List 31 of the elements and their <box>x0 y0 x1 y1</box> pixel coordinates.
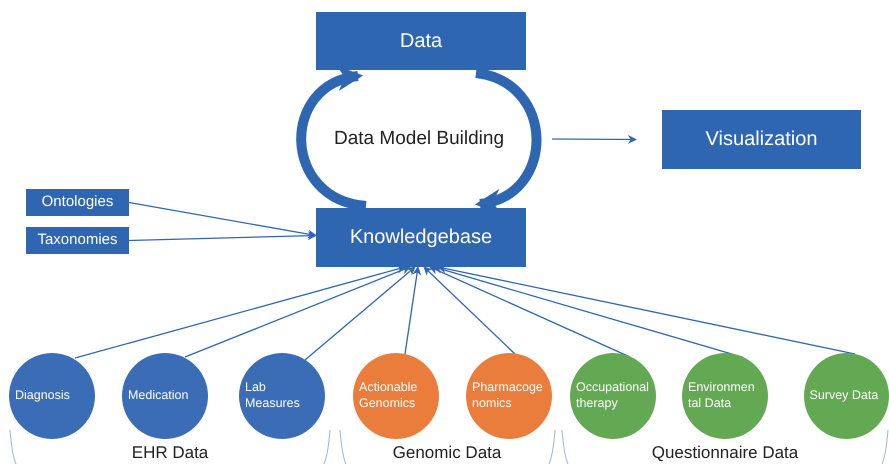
node-text: Knowledgebase <box>350 225 492 250</box>
process-box <box>26 227 129 254</box>
arrow <box>552 134 637 144</box>
arrow <box>423 266 516 354</box>
curved-arrow <box>296 68 367 211</box>
arrow <box>74 264 406 359</box>
node-text: Survey Data <box>808 388 880 404</box>
node-text: Environmen tal Data <box>687 380 756 412</box>
arrow <box>404 266 422 354</box>
node-text: Medication <box>127 388 190 404</box>
process-box <box>662 110 861 169</box>
node-text: Occupational therapy <box>575 380 650 412</box>
arrow <box>128 231 317 242</box>
node-text: Actionable Genomics <box>358 380 418 412</box>
process-label: Data Model Building <box>318 122 520 156</box>
group-label: Genomic Data <box>392 443 502 463</box>
node-text: Taxonomies <box>37 231 118 250</box>
process-box <box>316 208 526 267</box>
node-text: Ontologies <box>42 193 114 212</box>
node-text: Pharmacoge nomics <box>471 380 544 412</box>
node-text: Visualization <box>706 127 818 152</box>
group-label: EHR Data <box>132 443 208 463</box>
process-box <box>26 189 129 216</box>
node-text: Lab Measures <box>244 380 301 412</box>
arrow <box>304 266 416 360</box>
arrow <box>128 202 317 239</box>
node-text: Diagnosis <box>14 388 71 404</box>
process-box <box>316 12 526 70</box>
group-label: Questionnaire Data <box>652 443 798 463</box>
node-text: Data <box>400 28 442 54</box>
arrow <box>184 266 411 358</box>
